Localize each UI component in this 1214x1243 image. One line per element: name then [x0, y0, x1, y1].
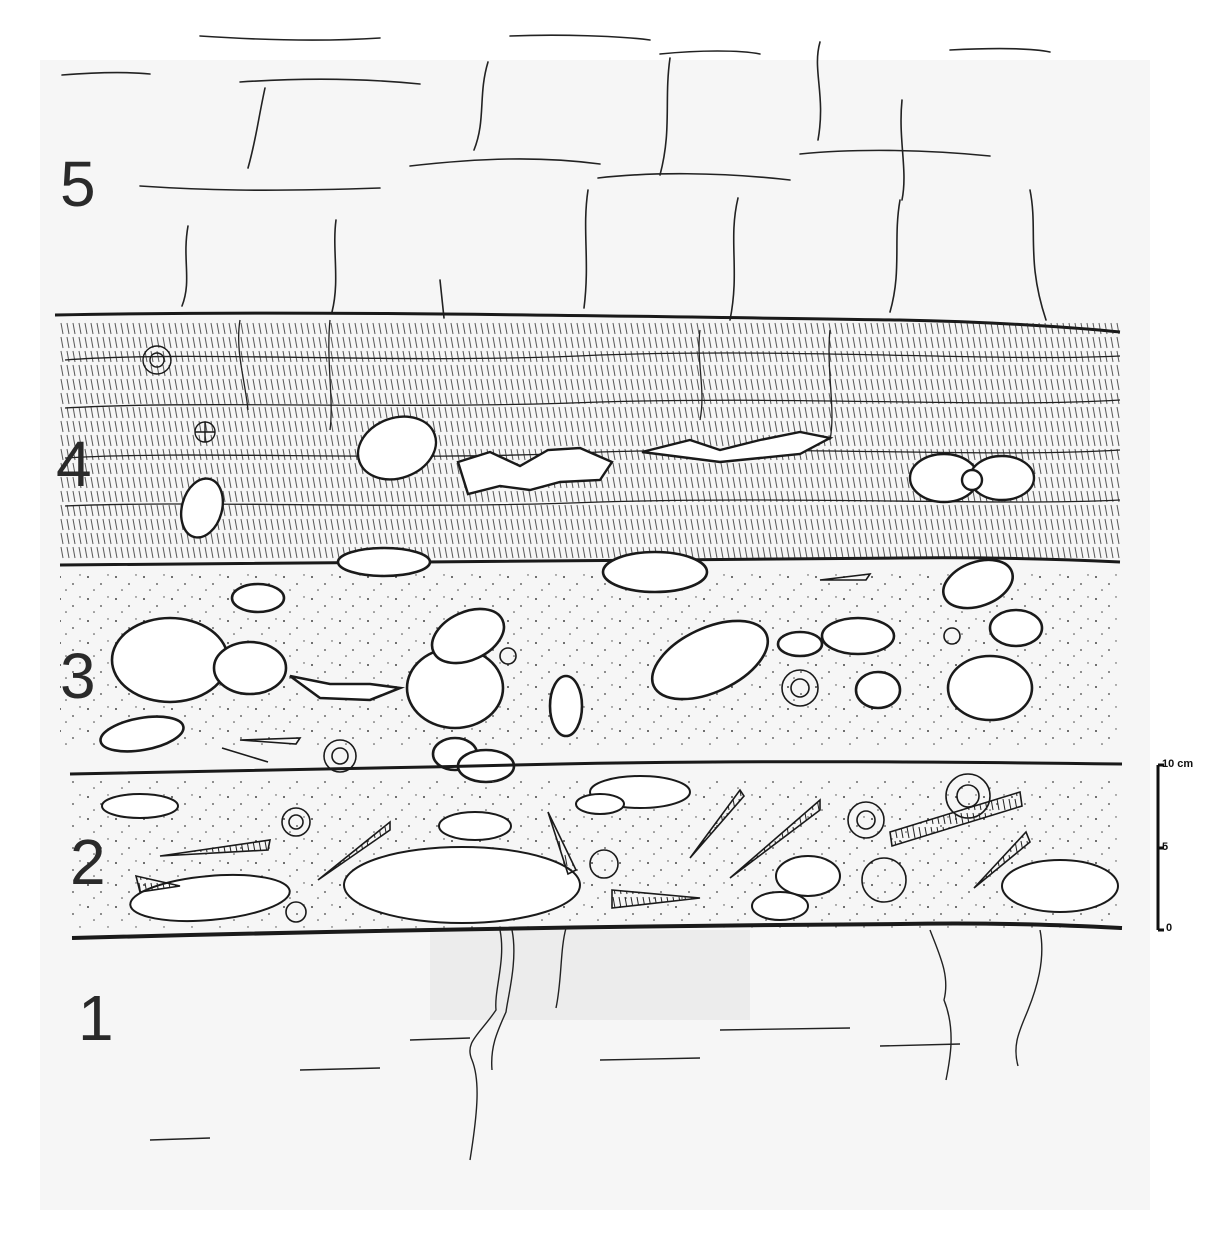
layer-label-5: 5: [60, 152, 96, 216]
layer-label-3: 3: [60, 644, 96, 708]
scale-label-top: 10 cm: [1162, 758, 1193, 770]
background-shade-inner: [430, 930, 750, 1020]
layer-label-2: 2: [70, 830, 106, 894]
layer-label-4: 4: [56, 432, 92, 496]
scale-label-mid: 5: [1162, 841, 1168, 853]
scale-label-bottom: 0: [1166, 922, 1172, 934]
layer-4: [55, 313, 1120, 565]
layer-3: [60, 548, 1122, 782]
layer-label-1: 1: [78, 986, 114, 1050]
layer-2: [70, 774, 1122, 938]
